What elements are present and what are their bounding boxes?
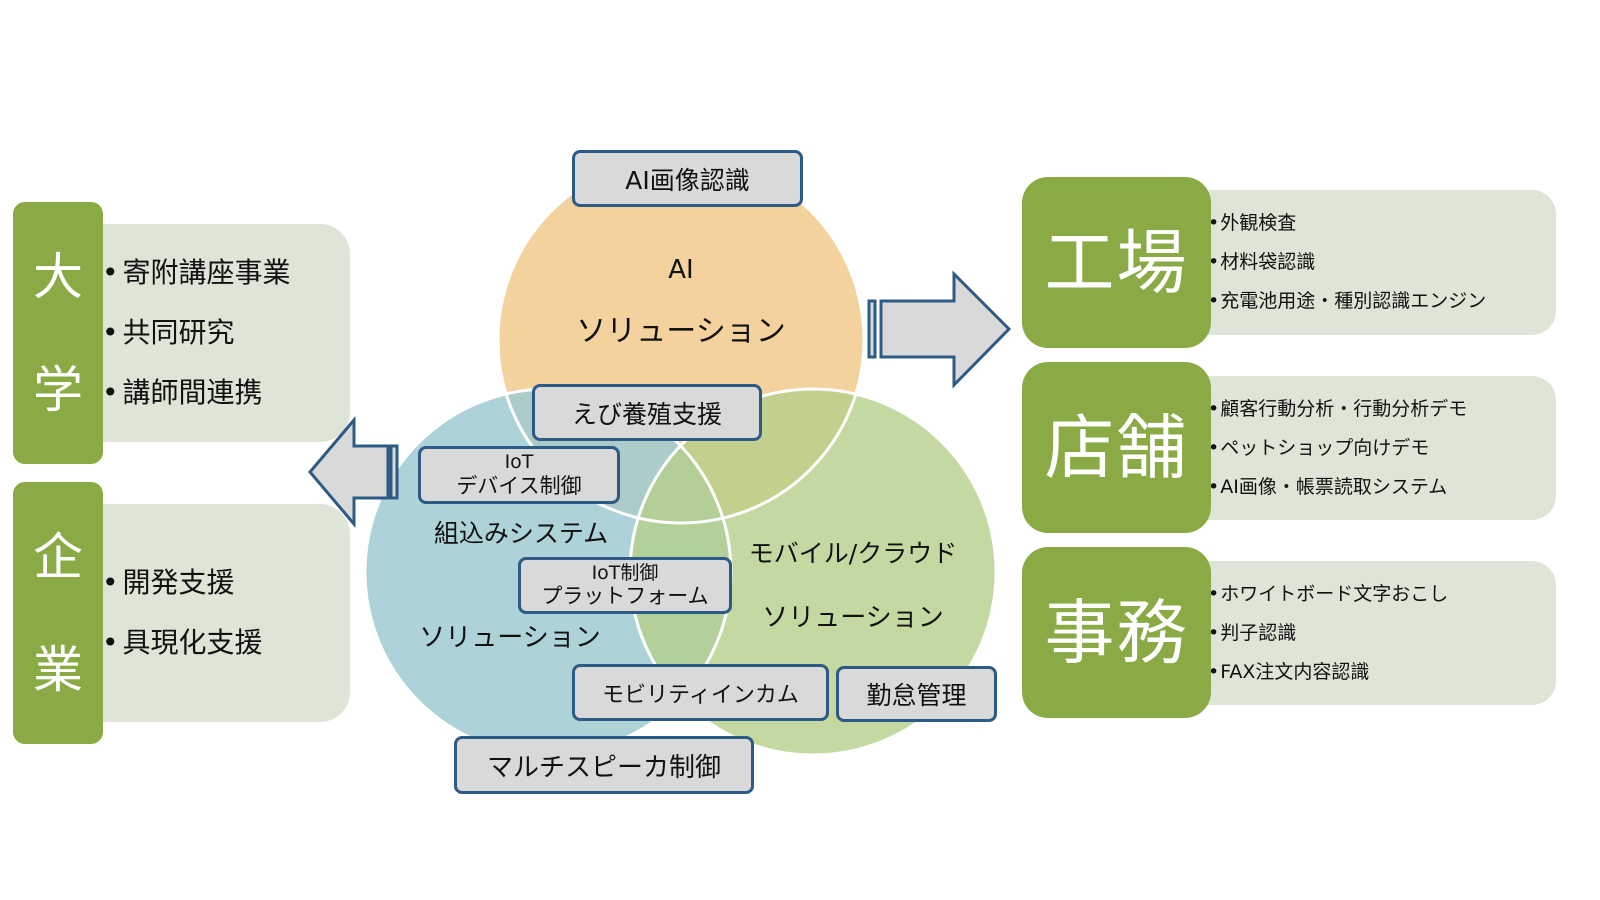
factory-item: 材料袋認識 xyxy=(1208,253,1556,272)
iot-device-control-box: IoT デバイス制御 xyxy=(418,446,620,504)
factory-panel: 外観検査 材料袋認識 充電池用途・種別認識エンジン xyxy=(1200,190,1556,335)
left-arrow-icon xyxy=(308,415,399,529)
iot-device-line1: IoT xyxy=(504,451,534,473)
office-tab: 事務 xyxy=(1022,547,1211,718)
store-item: ペットショップ向けデモ xyxy=(1208,438,1556,458)
shrimp-farming-box: えび養殖支援 xyxy=(532,384,762,441)
store-panel: 顧客行動分析・行動分析デモ ペットショップ向けデモ AI画像・帳票読取システム xyxy=(1200,376,1556,520)
company-panel: 開発支援 具現化支援 xyxy=(90,504,350,722)
right-arrow-icon xyxy=(867,270,1012,389)
attendance-management-box: 勤怠管理 xyxy=(836,666,997,722)
university-tab: 大 学 xyxy=(13,202,103,464)
store-item: 顧客行動分析・行動分析デモ xyxy=(1208,399,1556,419)
university-item: 寄附講座事業 xyxy=(102,259,350,287)
factory-item: 外観検査 xyxy=(1208,214,1556,233)
university-panel: 寄附講座事業 共同研究 講師間連携 xyxy=(90,224,350,442)
ai-image-recognition-box: AI画像認識 xyxy=(572,150,803,207)
office-panel: ホワイトボード文字おこし 判子認識 FAX注文内容認識 xyxy=(1200,561,1556,705)
mobile-circle xyxy=(630,389,996,755)
embedded-solution-label-line1: 組込みシステム xyxy=(433,519,609,548)
iot-platform-box: IoT制御 プラットフォーム xyxy=(518,557,732,614)
ai-solution-label-line2: ソリューション xyxy=(576,314,786,349)
store-item: AI画像・帳票読取システム xyxy=(1208,477,1556,497)
university-char: 大 xyxy=(33,247,83,306)
mobile-solution-label-line1: モバイル/クラウド xyxy=(748,539,958,568)
office-item: FAX注文内容認識 xyxy=(1208,662,1556,682)
iot-platform-line2: プラットフォーム xyxy=(541,584,709,609)
office-item: ホワイトボード文字おこし xyxy=(1208,584,1556,604)
mobility-intercom-box: モビリティインカム xyxy=(572,664,829,721)
company-tab: 企 業 xyxy=(13,482,103,744)
university-item: 共同研究 xyxy=(102,319,350,347)
company-char: 業 xyxy=(33,640,83,699)
store-tab: 店舗 xyxy=(1022,362,1211,533)
iot-platform-line1: IoT制御 xyxy=(591,561,659,584)
mobile-solution-label-line2: ソリューション xyxy=(762,603,944,633)
embedded-solution-label-line2: ソリューション xyxy=(419,623,601,653)
factory-item: 充電池用途・種別認識エンジン xyxy=(1208,292,1556,311)
factory-tab: 工場 xyxy=(1022,177,1211,348)
ai-solution-label-line1: AI xyxy=(668,255,694,285)
iot-device-line2: デバイス制御 xyxy=(456,473,582,498)
company-char: 企 xyxy=(33,527,83,586)
university-item: 講師間連携 xyxy=(102,379,350,407)
university-char: 学 xyxy=(33,360,83,419)
multispeaker-control-box: マルチスピーカ制御 xyxy=(454,736,754,794)
office-item: 判子認識 xyxy=(1208,623,1556,643)
company-item: 具現化支援 xyxy=(102,629,350,657)
company-item: 開発支援 xyxy=(102,569,350,597)
